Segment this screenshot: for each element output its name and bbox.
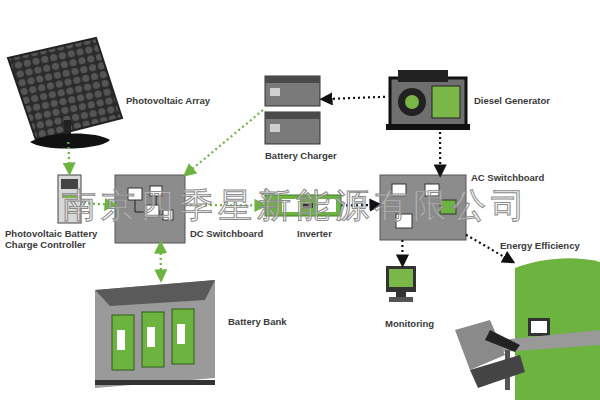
component-label: Inverter	[297, 228, 332, 239]
dotted-arrow	[322, 97, 385, 99]
battery-bank-art	[95, 280, 215, 388]
dotted-arrow	[159, 243, 162, 280]
monitor-art	[386, 266, 416, 302]
component-label: Photovoltaic Array	[126, 95, 210, 106]
pv-array-art	[8, 38, 122, 149]
component-label: Battery Charger	[265, 150, 337, 161]
energy-efficiency: Energy Efficiency	[455, 262, 600, 400]
diesel-generator-art	[386, 70, 470, 130]
battery-charger: Battery Charger	[263, 74, 322, 146]
battery-charger-art	[265, 76, 320, 144]
battery-bank: Battery Bank	[95, 280, 215, 388]
diesel-generator: Diesel Generator	[385, 68, 471, 132]
office-art	[455, 258, 600, 400]
component-label: Energy Efficiency	[500, 240, 580, 251]
component-label: Monitoring	[385, 318, 434, 329]
watermark: 南京四季星新能源有限公司	[62, 187, 530, 223]
dotted-arrow	[439, 132, 441, 175]
dotted-arrow	[68, 142, 69, 173]
component-label: Battery Bank	[228, 316, 287, 327]
component-label: Photovoltaic Battery Charge Controller	[5, 228, 105, 250]
pv-array: Photovoltaic Array	[8, 38, 124, 142]
component-label: Diesel Generator	[474, 95, 550, 106]
dotted-arrow	[185, 110, 263, 175]
component-label: DC Switchboard	[190, 228, 263, 239]
monitoring: Monitoring	[385, 265, 417, 303]
component-label: AC Switchboard	[471, 172, 544, 183]
dotted-arrow	[401, 240, 403, 265]
